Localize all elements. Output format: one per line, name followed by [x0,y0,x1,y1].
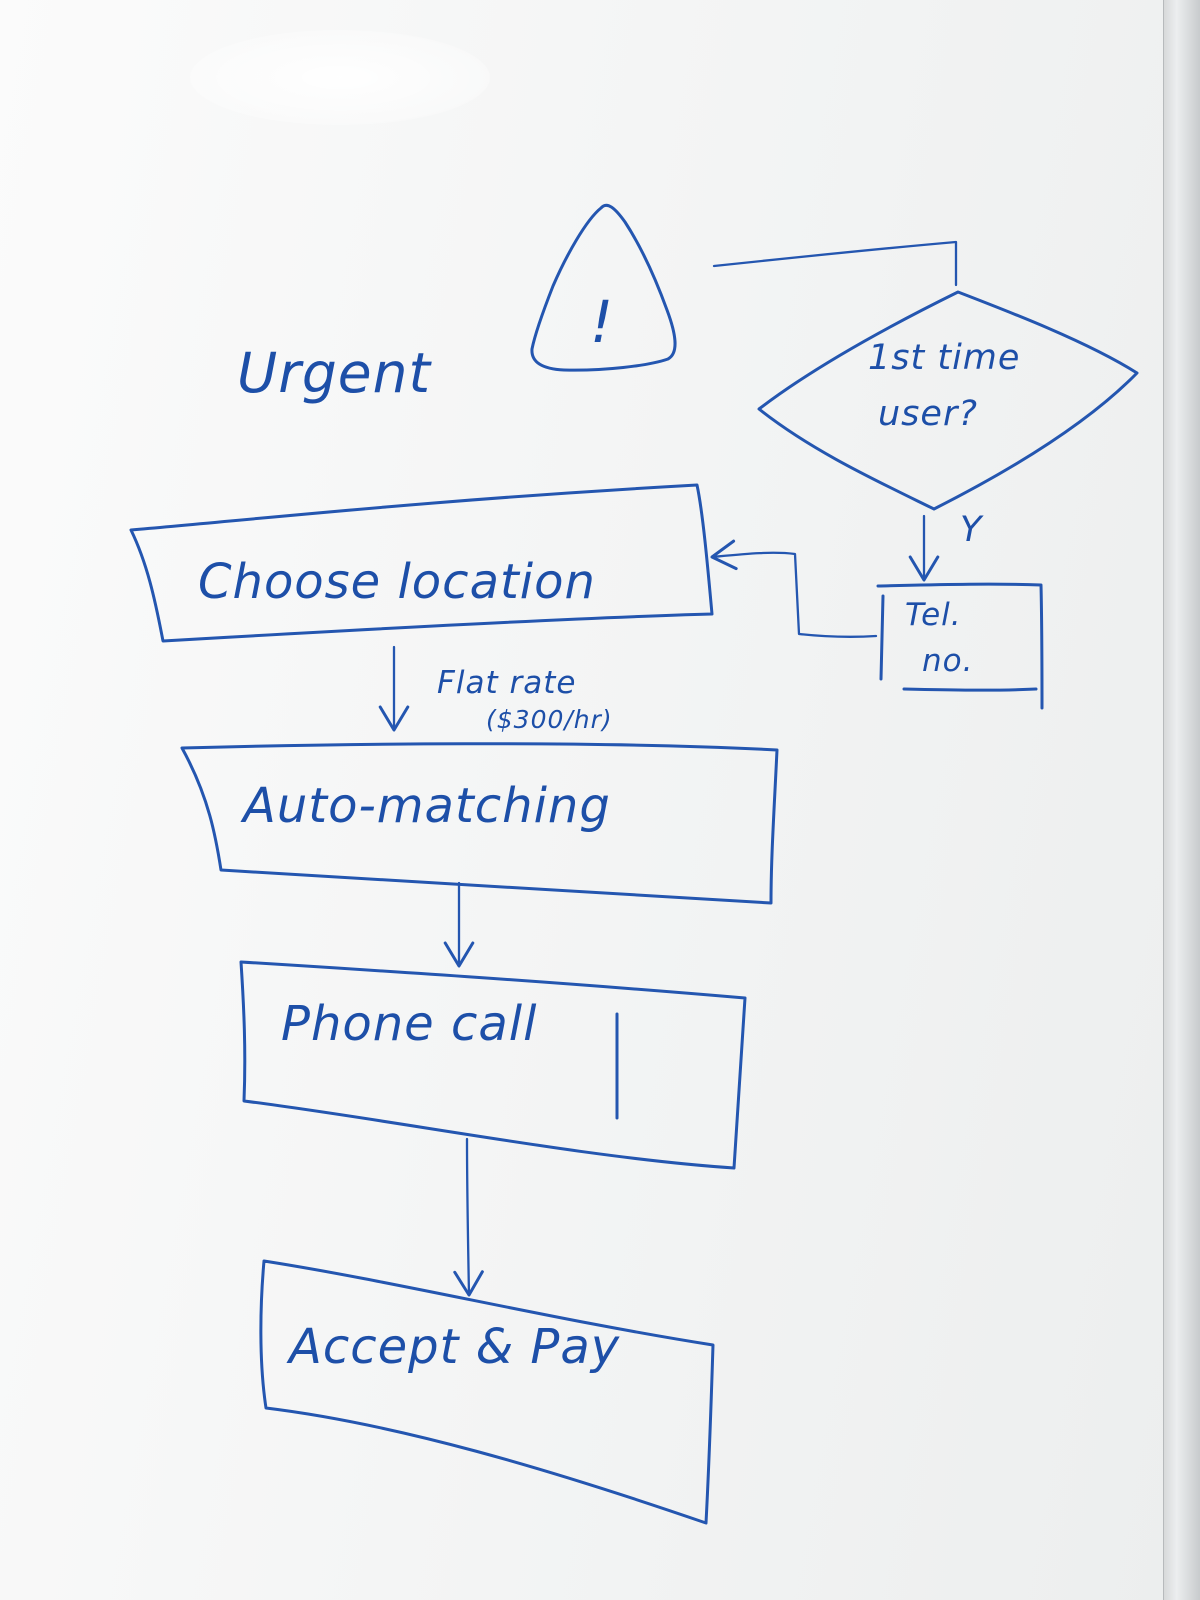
urgent-to-decision-connector [712,240,958,287]
flat-rate-label: Flat rate [437,665,576,701]
phone-to-accept-arrow [453,1137,484,1297]
phone-call-label: Phone call [281,996,537,1052]
first-time-user-decision: 1st time user? [757,290,1139,511]
whiteboard-frame-edge [1163,0,1200,1600]
warning-mark: ! [590,288,614,356]
yes-label: Y [960,510,984,550]
tel-to-choose-location-arrow [710,539,878,638]
warning-triangle-icon: ! [530,203,677,372]
tel-number-box: Tel. no. [876,582,1044,710]
accept-pay-label: Accept & Pay [286,1319,620,1375]
accept-pay-box: Accept & Pay [259,1259,715,1525]
decision-line-1: 1st time [868,338,1020,378]
choose-location-box: Choose location [129,483,714,643]
phone-call-box: Phone call [239,960,747,1170]
choose-location-label: Choose location [198,554,596,610]
rate-detail-label: ($300/hr) [486,705,613,734]
tel-line-1: Tel. [905,597,962,633]
urgent-title: Urgent [237,341,432,405]
auto-matching-box: Auto-matching [180,742,779,905]
decision-line-2: user? [878,394,978,434]
tel-line-2: no. [922,643,973,679]
auto-matching-label: Auto-matching [240,778,611,834]
